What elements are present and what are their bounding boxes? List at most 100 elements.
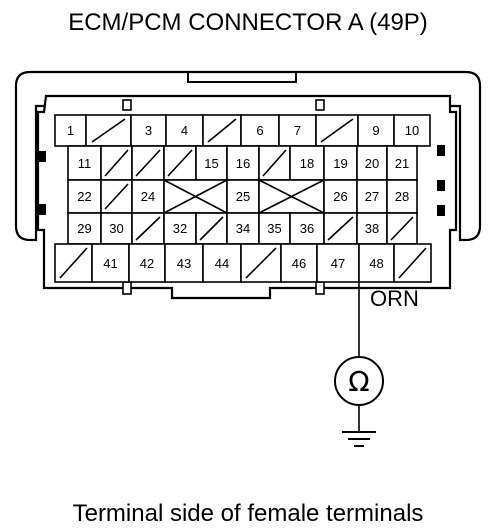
svg-text:46: 46 <box>292 256 306 271</box>
body-tab-bottom-left <box>122 281 132 295</box>
body-tab-top-right <box>315 99 325 111</box>
terminal-3: 3 <box>130 114 167 147</box>
terminal-empty <box>240 243 282 283</box>
svg-text:27: 27 <box>365 189 379 204</box>
wire-color-label: ORN <box>370 286 419 311</box>
svg-text:35: 35 <box>267 221 281 236</box>
terminal-29: 29 <box>67 212 102 245</box>
svg-text:16: 16 <box>236 156 250 171</box>
terminal-35: 35 <box>258 212 291 245</box>
terminal-6: 6 <box>240 114 280 147</box>
svg-text:1: 1 <box>67 123 74 138</box>
terminal-7: 7 <box>278 114 317 147</box>
svg-text:32: 32 <box>173 221 187 236</box>
svg-text:44: 44 <box>215 256 229 271</box>
terminal-empty <box>315 114 359 147</box>
terminal-empty <box>386 212 418 245</box>
terminal-32: 32 <box>163 212 197 245</box>
terminal-empty <box>393 243 432 283</box>
key-left-lower <box>38 204 46 215</box>
svg-text:10: 10 <box>405 123 419 138</box>
terminal-48: 48 <box>358 243 395 283</box>
svg-text:42: 42 <box>140 256 154 271</box>
terminal-38: 38 <box>356 212 388 245</box>
terminal-16: 16 <box>226 145 260 181</box>
terminal-42: 42 <box>128 243 166 283</box>
terminal-24: 24 <box>131 179 165 214</box>
svg-text:6: 6 <box>256 123 263 138</box>
svg-text:20: 20 <box>365 156 379 171</box>
terminal-empty <box>54 243 93 283</box>
svg-text:29: 29 <box>77 221 91 236</box>
terminal-empty <box>85 114 132 147</box>
svg-text:38: 38 <box>365 221 379 236</box>
terminal-empty <box>258 145 291 181</box>
svg-text:9: 9 <box>372 123 379 138</box>
terminal-47: 47 <box>316 243 360 283</box>
svg-text:24: 24 <box>141 189 155 204</box>
svg-text:41: 41 <box>103 256 117 271</box>
terminal-22: 22 <box>67 179 102 214</box>
terminal-blocked <box>163 179 228 214</box>
terminal-43: 43 <box>164 243 204 283</box>
terminal-46: 46 <box>280 243 318 283</box>
ground-icon <box>342 431 376 447</box>
svg-text:48: 48 <box>369 256 383 271</box>
terminal-20: 20 <box>356 145 388 181</box>
terminal-18: 18 <box>289 145 325 181</box>
body-tab-top-left <box>122 99 132 111</box>
terminal-21: 21 <box>386 145 418 181</box>
terminal-9: 9 <box>357 114 395 147</box>
terminal-25: 25 <box>226 179 260 214</box>
svg-text:47: 47 <box>331 256 345 271</box>
terminal-empty <box>202 114 242 147</box>
terminal-10: 10 <box>393 114 431 147</box>
svg-text:18: 18 <box>300 156 314 171</box>
terminal-empty <box>131 212 165 245</box>
svg-text:7: 7 <box>294 123 301 138</box>
terminal-row-5: 41 42 43 44 46 47 48 <box>54 243 432 283</box>
housing-latch <box>187 71 297 83</box>
terminal-1: 1 <box>54 114 87 147</box>
terminal-26: 26 <box>323 179 358 214</box>
svg-text:4: 4 <box>181 123 188 138</box>
svg-text:22: 22 <box>77 189 91 204</box>
terminal-15: 15 <box>195 145 228 181</box>
terminal-row-4: 29 30 32 34 35 36 38 <box>67 212 418 245</box>
svg-text:43: 43 <box>177 256 191 271</box>
terminal-blocked <box>258 179 325 214</box>
terminal-empty <box>195 212 228 245</box>
diagram-caption: Terminal side of female terminals <box>73 500 424 527</box>
terminal-34: 34 <box>226 212 260 245</box>
svg-text:15: 15 <box>204 156 218 171</box>
ohmmeter-icon: Ω <box>334 356 384 406</box>
connector-housing-outer <box>14 70 482 242</box>
svg-text:19: 19 <box>333 156 347 171</box>
svg-text:34: 34 <box>236 221 250 236</box>
terminal-row-1: 1 3 4 6 7 9 10 <box>54 114 431 147</box>
terminal-empty <box>323 212 358 245</box>
svg-text:3: 3 <box>145 123 152 138</box>
terminal-36: 36 <box>289 212 325 245</box>
terminal-empty <box>163 145 197 181</box>
terminal-30: 30 <box>100 212 133 245</box>
terminal-row-3: 22 24 25 26 27 28 <box>67 179 418 214</box>
terminal-empty <box>100 145 133 181</box>
terminal-28: 28 <box>386 179 418 214</box>
terminal-27: 27 <box>356 179 388 214</box>
terminal-11: 11 <box>67 145 102 181</box>
body-tab-bottom-right <box>315 281 325 295</box>
diagram-title: ECM/PCM CONNECTOR A (49P) <box>68 9 428 36</box>
key-right-2 <box>437 180 445 191</box>
terminal-4: 4 <box>165 114 204 147</box>
terminal-19: 19 <box>323 145 358 181</box>
svg-text:26: 26 <box>333 189 347 204</box>
key-right-1 <box>437 145 445 156</box>
terminal-empty <box>100 179 133 214</box>
svg-text:25: 25 <box>236 189 250 204</box>
ohm-symbol: Ω <box>348 365 369 398</box>
key-left-upper <box>38 151 46 162</box>
svg-text:28: 28 <box>395 189 409 204</box>
terminal-empty <box>131 145 165 181</box>
